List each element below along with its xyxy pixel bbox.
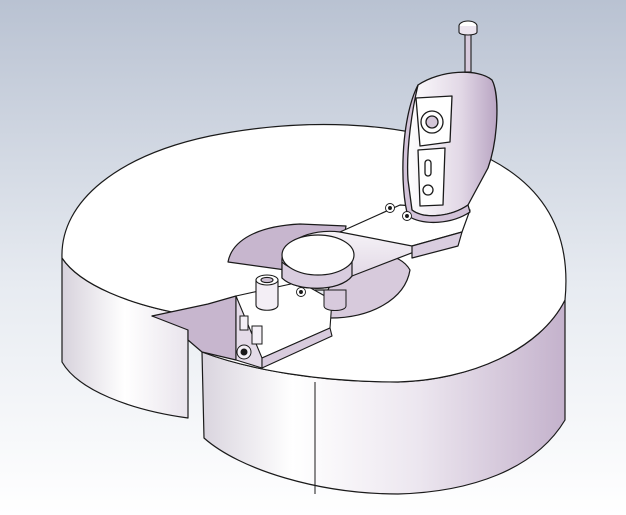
shoulder-joint xyxy=(323,289,347,311)
connector-port xyxy=(251,325,263,345)
housing-port xyxy=(422,184,434,196)
base-notch xyxy=(151,295,237,361)
screw-center xyxy=(405,214,409,218)
screw-center xyxy=(299,290,303,294)
connector-ports xyxy=(236,315,263,360)
connector-round-port-pin xyxy=(240,348,248,356)
housing-slot xyxy=(424,159,432,177)
housing-window xyxy=(417,147,446,207)
connector-port xyxy=(239,315,249,331)
end-effector-housing xyxy=(402,71,498,224)
electronics-box-front xyxy=(261,327,333,369)
housing-bore-inner xyxy=(425,115,439,129)
mounting-screws xyxy=(296,203,412,297)
tool-spindle xyxy=(458,20,478,73)
screw-center xyxy=(388,206,392,210)
cable-pipe xyxy=(255,274,279,311)
